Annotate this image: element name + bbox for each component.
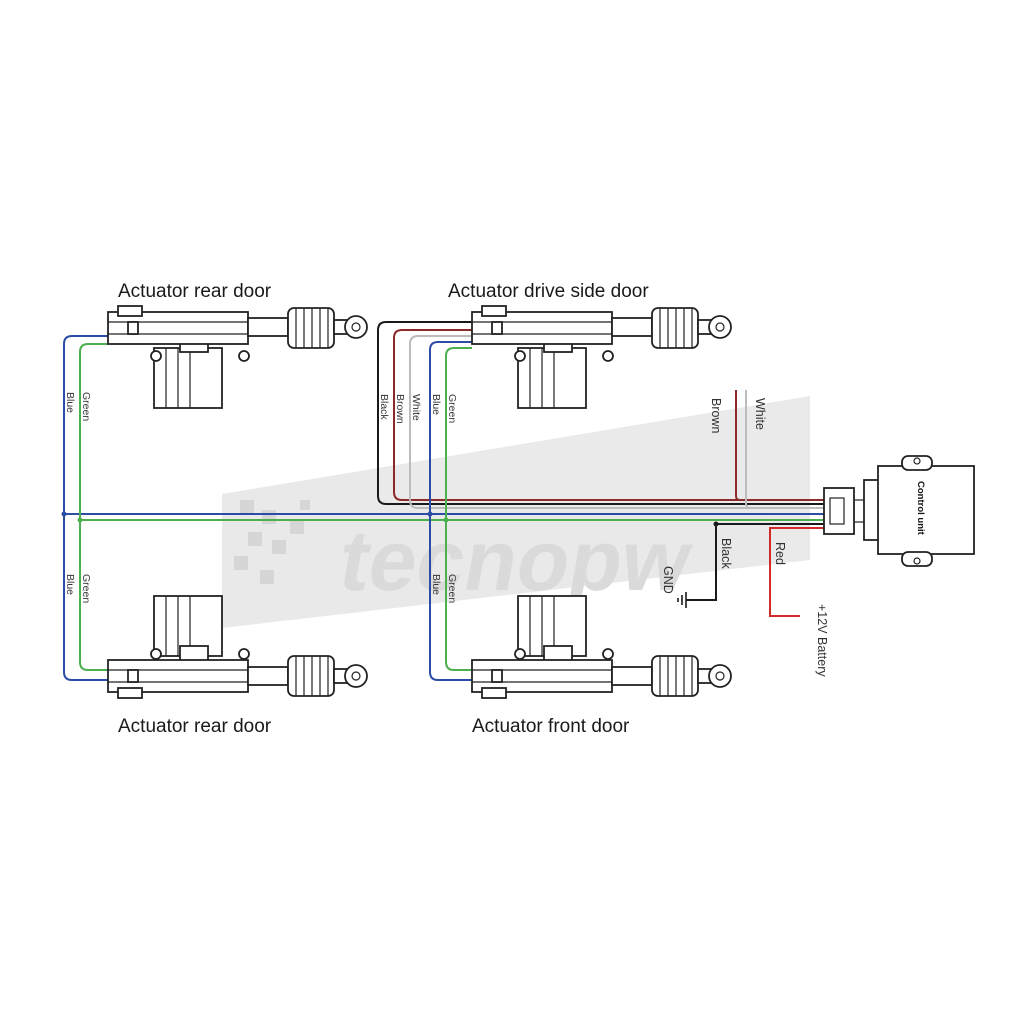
svg-text:+12V Battery: +12V Battery (815, 604, 829, 677)
wire-brown-drive (393, 329, 826, 501)
label-green-front: Green (446, 574, 458, 603)
label-blue-drive: Blue (430, 394, 442, 415)
label-brown-out: Brown (709, 398, 723, 433)
wire-black-gnd (686, 524, 717, 601)
label-black-gnd: Black (719, 538, 733, 569)
label-blue-rear-top: Blue (64, 392, 76, 413)
connector (823, 487, 866, 535)
label-black-drive: Black (378, 394, 390, 420)
control-unit: Control unit (863, 455, 975, 567)
title-drive-side-door: Actuator drive side door (448, 281, 649, 302)
wire-blue-rear (63, 335, 108, 681)
title-rear-door-top: Actuator rear door (118, 281, 272, 302)
title-rear-door-bottom: Actuator rear door (118, 716, 272, 737)
wire-green-rear (79, 343, 108, 671)
wire-blue-front (429, 341, 472, 681)
actuator-drive-side-door (471, 305, 732, 409)
watermark-text: tecnopw (333, 514, 699, 609)
label-blue-front: Blue (430, 574, 442, 595)
watermark: tecnopw (222, 396, 810, 628)
wire-brown-out (735, 390, 826, 501)
actuator-front-door (471, 595, 732, 699)
label-brown-drive: Brown (394, 394, 406, 424)
wire-harness (61, 321, 826, 681)
label-white-drive: White (410, 394, 422, 421)
label-green-drive: Green (446, 394, 458, 423)
control-unit-label: Control unit (915, 481, 926, 536)
actuator-rear-door-top (107, 305, 368, 409)
wire-red-battery (769, 527, 826, 617)
title-front-door: Actuator front door (472, 716, 630, 737)
label-green-rear-top: Green (80, 392, 92, 421)
label-gnd: GND (661, 566, 675, 594)
label-green-rear-bottom: Green (80, 574, 92, 603)
wire-white-out (745, 390, 826, 509)
label-battery: +12V Battery (815, 604, 829, 677)
label-white-out: White (753, 398, 767, 430)
label-red-battery: Red (773, 542, 787, 565)
wire-black-drive (377, 321, 826, 505)
ground-icon (677, 592, 687, 608)
wire-white-drive (409, 335, 826, 509)
label-blue-rear-bottom: Blue (64, 574, 76, 595)
wire-green-front (445, 347, 472, 671)
